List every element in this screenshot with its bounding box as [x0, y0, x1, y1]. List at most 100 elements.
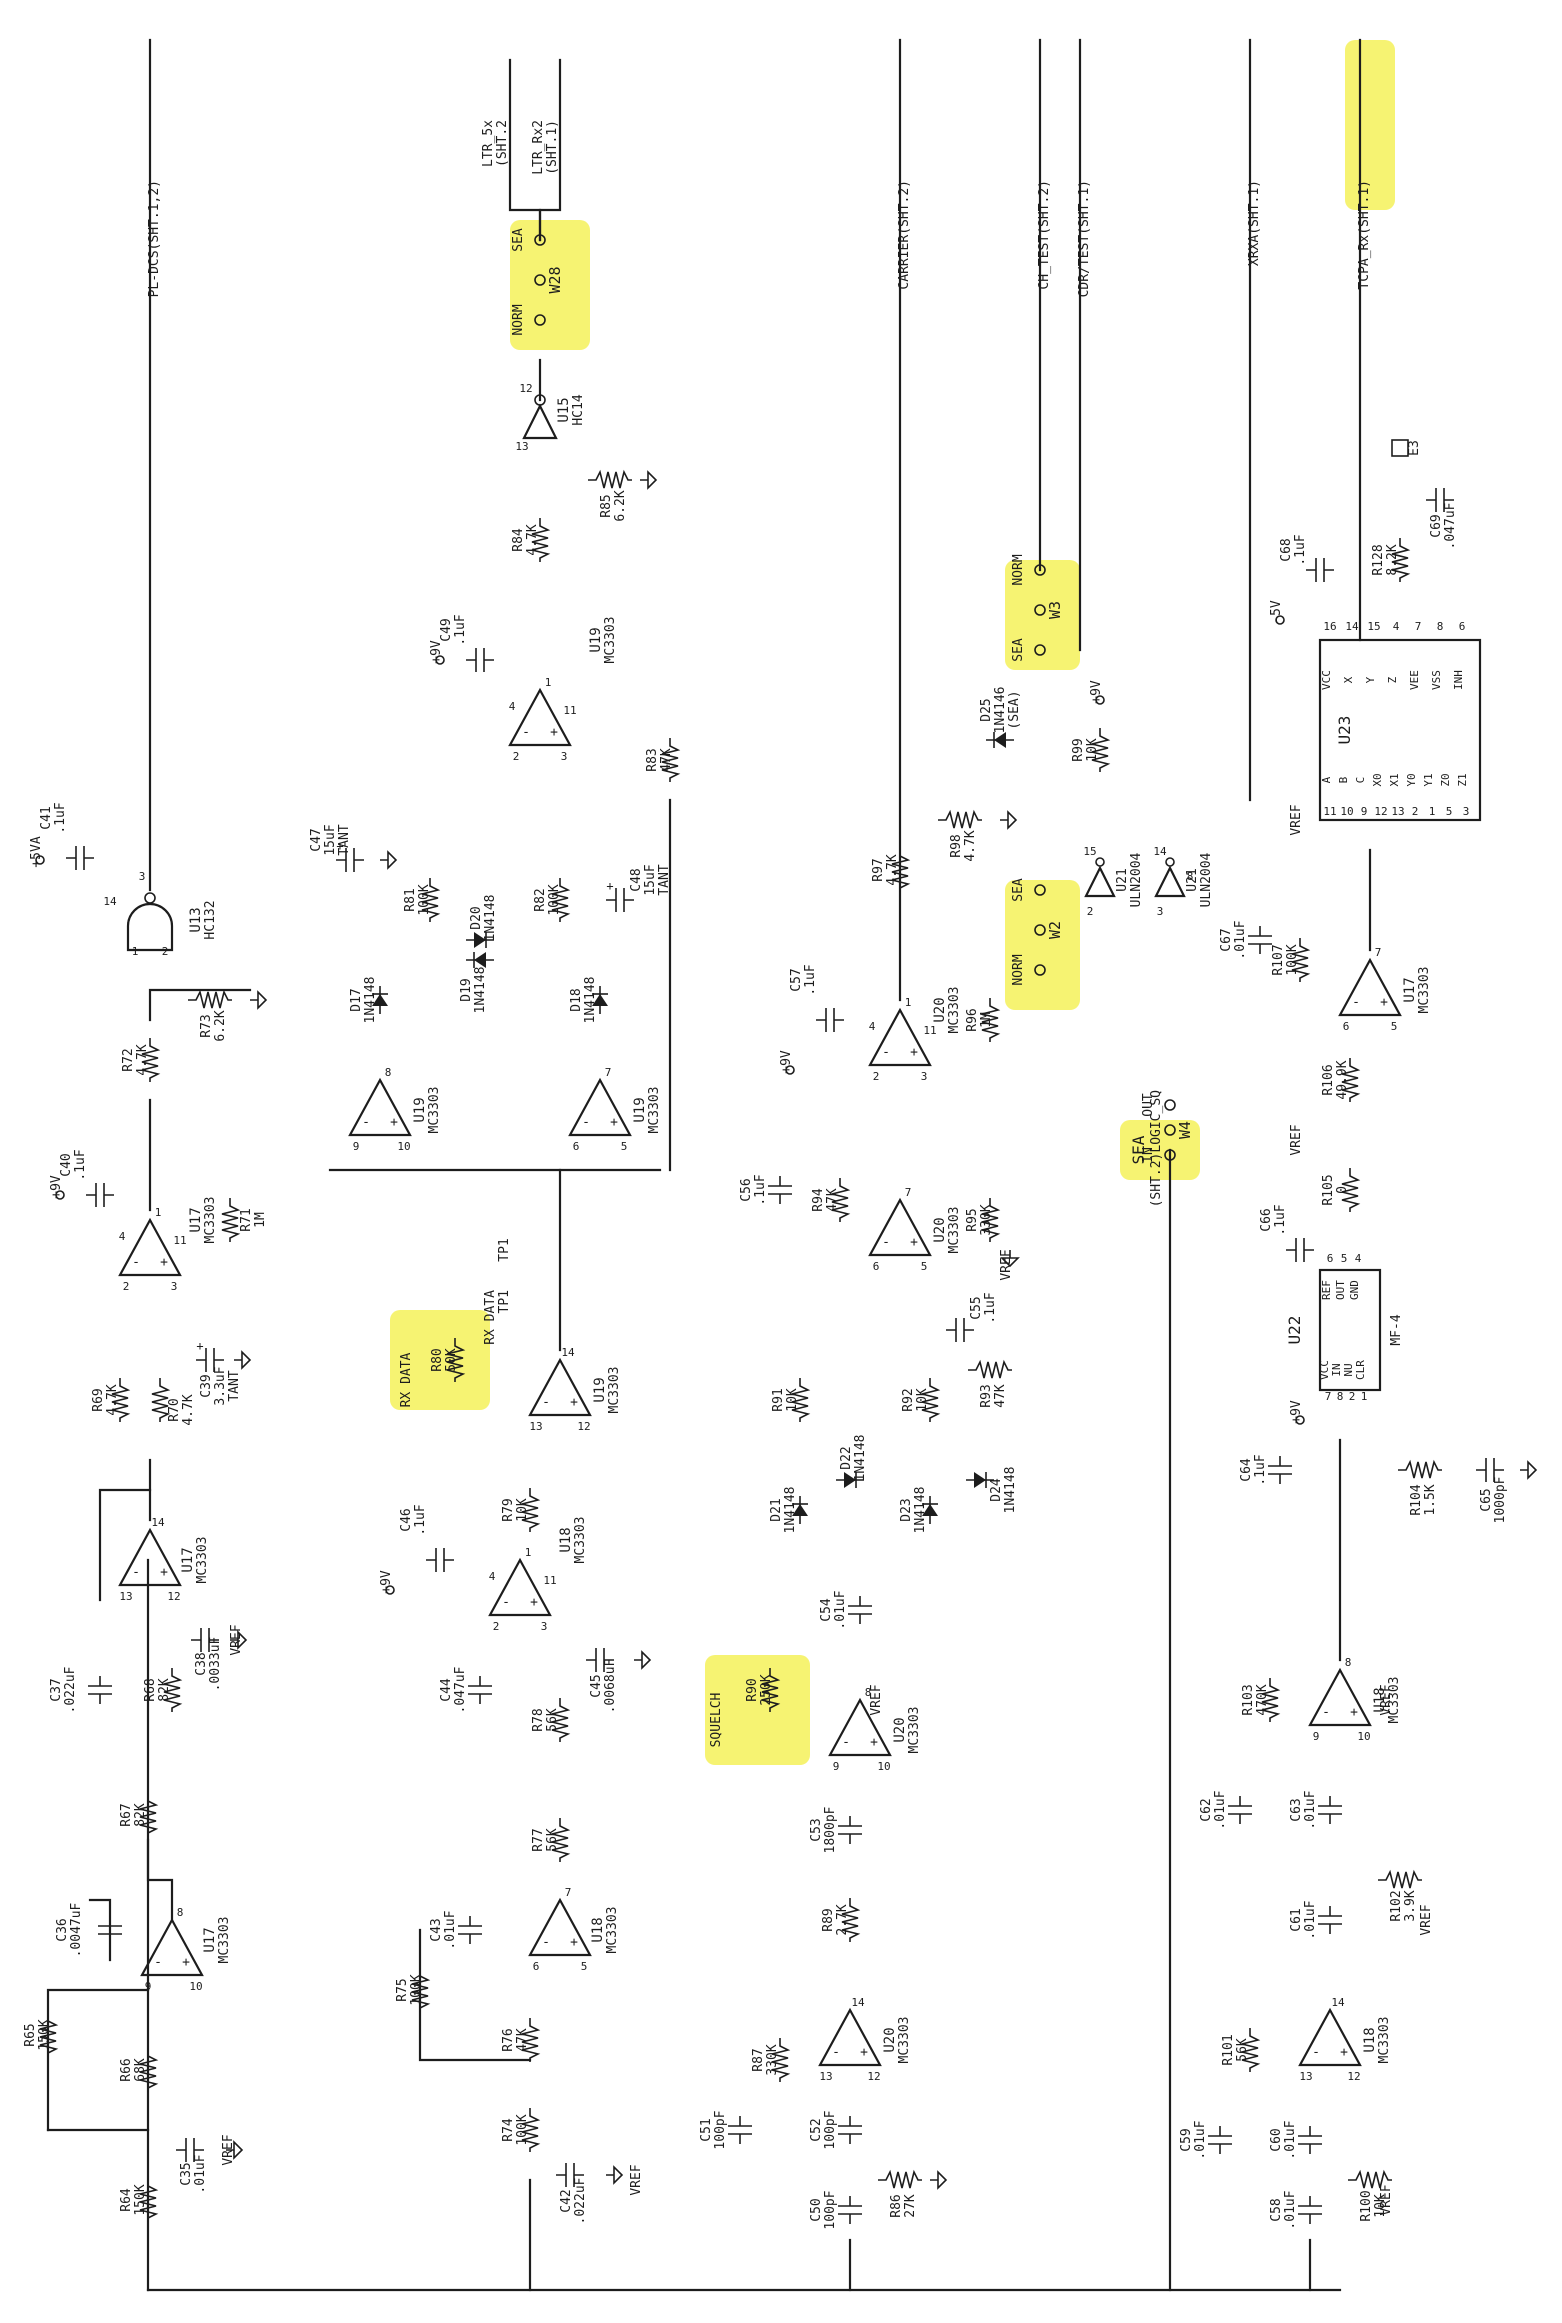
opamp-pin-number: 11 — [173, 1234, 186, 1247]
resistor-ref-r98: R98 — [949, 834, 964, 857]
opamp-u17a — [140, 1917, 204, 1977]
resistor-r73 — [188, 989, 232, 1009]
opamp-u18a — [528, 1897, 592, 1957]
supply-terminal — [1095, 695, 1105, 705]
resistor-ref-r97: R97 — [871, 858, 886, 881]
opamp-minus-sign: - — [1312, 2045, 1320, 2060]
diode-ref-d24: D24 — [989, 1478, 1004, 1502]
ic-pin-number: 5 — [1341, 1252, 1348, 1265]
ic-pin-label: INH — [1452, 670, 1465, 690]
opamp-pin-number: 3 — [561, 750, 568, 763]
ic-pin-number: 8 — [1337, 1390, 1344, 1403]
resistor-ref-r95: R95 — [965, 1208, 980, 1231]
jumper-ref-w2: W2 — [1046, 921, 1064, 939]
resistor-ref-r86: R86 — [889, 2194, 904, 2217]
ic-u22 — [1318, 1268, 1382, 1392]
capacitor-value-c50: 100pF — [823, 2190, 838, 2229]
opamp-pin-number: 2 — [513, 750, 520, 763]
resistor-value-r64: 150K — [133, 2184, 148, 2215]
opamp-u20d — [868, 1007, 932, 1067]
opamp-pin-number: 8 — [177, 1906, 184, 1919]
opamp-pin-number: 4 — [119, 1230, 126, 1243]
opamp-ref-u18d: U18 — [1372, 1687, 1388, 1712]
capacitor-ref-c37: C37 — [49, 1678, 64, 1701]
resistor-ref-r78: R78 — [531, 1708, 546, 1731]
diode-ref-d23: D23 — [899, 1498, 914, 1521]
opamp-u18d — [1308, 1667, 1372, 1727]
highlight-marker — [510, 220, 590, 350]
diode-note-d25: (SEA) — [1007, 690, 1022, 729]
ic-pin-number: 1 — [1361, 1390, 1368, 1403]
opamp-part-u18b: MC3303 — [573, 1517, 588, 1564]
capacitor-ref-c39: C39 — [199, 1374, 214, 1397]
jumper-tag-w4: SEA — [1129, 1135, 1148, 1164]
capacitor-c56 — [768, 1176, 792, 1204]
ic-pin-label: GND — [1348, 1280, 1361, 1300]
ic-pin-number: 6 — [1327, 1252, 1334, 1265]
capacitor-c38 — [191, 1628, 219, 1652]
capacitor-c51 — [728, 2116, 752, 2144]
resistor-value-r103: 470K — [1255, 1684, 1270, 1715]
opamp-part-u17a: MC3303 — [217, 1917, 232, 1964]
logic-ref-u13: U13 — [188, 907, 204, 932]
supply-terminal — [435, 655, 445, 665]
connector-label-ltr2s: (SHT.1) — [545, 120, 560, 175]
logic-part-u13: HC132 — [203, 900, 218, 939]
opamp-ref-u17a: U17 — [202, 1927, 218, 1952]
resistor-value-r86: 27K — [903, 2194, 918, 2218]
opamp-ref-u19a: U19 — [592, 1377, 608, 1402]
resistor-value-r83: 47K — [659, 748, 674, 772]
capacitor-c63 — [1318, 1796, 1342, 1824]
supply-label: +9V — [779, 1050, 794, 1074]
schematic-label: 3 — [1157, 905, 1164, 918]
capacitor-c55 — [946, 1318, 974, 1342]
resistor-ref-r92: R92 — [901, 1388, 916, 1411]
resistor-r95 — [981, 1198, 1001, 1242]
capacitor-ref-c44: C44 — [439, 1678, 454, 1702]
opamp-pin-number: 3 — [171, 1280, 178, 1293]
capacitor-ref-c41: C41 — [39, 806, 54, 829]
vref-ground-symbol — [230, 1630, 248, 1650]
logic-part-u15: HC14 — [571, 394, 586, 425]
resistor-ref-r104: R104 — [1409, 1484, 1424, 1515]
resistor-ref-r66: R66 — [119, 2058, 134, 2081]
jumper-position-w2: NORM — [1011, 954, 1026, 985]
capacitor-value-c42: .022uF — [573, 2177, 588, 2224]
logic-ref-u15: U15 — [556, 397, 572, 422]
capacitor-ref-c36: C36 — [55, 1918, 70, 1941]
resistor-value-r91: 10K — [785, 1388, 800, 1412]
diode-d18 — [592, 986, 608, 1014]
opamp-plus-sign: + — [160, 1255, 168, 1270]
resistor-r83 — [661, 738, 681, 782]
opamp-u20b — [828, 1697, 892, 1757]
resistor-ref-r67: R67 — [119, 1803, 134, 1826]
capacitor-value-c47: 15uF — [323, 824, 338, 855]
opamp-ref-u17c: U17 — [188, 1207, 204, 1232]
opamp-pin-number: 1 — [545, 676, 552, 689]
resistor-value-r72: 4.7K — [135, 1044, 150, 1075]
ic-pin-number: 12 — [1374, 805, 1387, 818]
capacitor-ref-c66: C66 — [1259, 1208, 1274, 1231]
capacitor-c52 — [838, 2116, 862, 2144]
opamp-u19a — [528, 1357, 592, 1417]
opamp-pin-number: 11 — [543, 1574, 556, 1587]
opamp-pin-number: 9 — [145, 1980, 152, 1993]
resistor-r67 — [139, 1793, 159, 1837]
capacitor-c53 — [838, 1816, 862, 1844]
ic-pin-number: 2 — [1412, 805, 1419, 818]
resistor-ref-r76: R76 — [501, 2028, 516, 2051]
polarity-mark: + — [196, 1339, 203, 1353]
opamp-minus-sign: - — [132, 1565, 140, 1580]
ic-pin-number: 9 — [1361, 805, 1368, 818]
capacitor-c40 — [86, 1183, 114, 1207]
vref-ground-symbol — [226, 2140, 244, 2160]
resistor-ref-r101: R101 — [1221, 2034, 1236, 2065]
opamp-ref-u19b: U19 — [412, 1097, 428, 1122]
resistor-value-r95: 330K — [979, 1204, 994, 1235]
capacitor-c69 — [1426, 488, 1454, 512]
wire — [88, 1898, 112, 1962]
capacitor-c60 — [1298, 2126, 1322, 2154]
connector-label-cdr: CDR/TEST(SHT.1) — [1077, 180, 1092, 297]
resistor-r79 — [521, 1488, 541, 1532]
resistor-value-r75: 100K — [409, 1974, 424, 2005]
